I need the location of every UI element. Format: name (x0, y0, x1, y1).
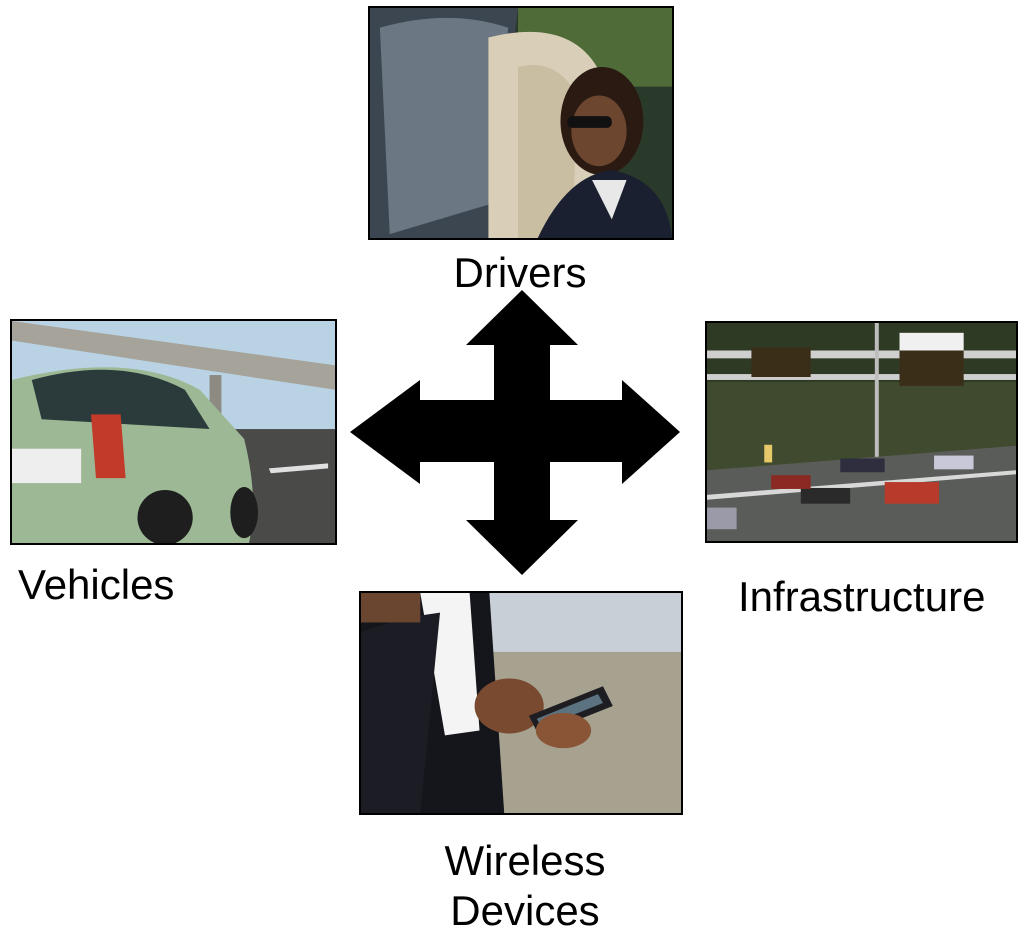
drivers-photo (368, 6, 674, 240)
infrastructure-label: Infrastructure (738, 573, 986, 620)
infrastructure-photo (705, 321, 1018, 543)
vehicles-label: Vehicles (18, 561, 175, 608)
wireless-devices-label-line2: Devices (450, 887, 600, 934)
four-way-arrow-icon (350, 290, 680, 575)
vehicles-photo (10, 319, 337, 545)
wireless-devices-label: Wireless Devices (400, 836, 650, 936)
drivers-label: Drivers (453, 249, 587, 296)
wireless-devices-photo (359, 591, 683, 815)
wireless-devices-label-line1: Wireless (444, 837, 606, 884)
four-way-arrow-shape (350, 290, 680, 575)
